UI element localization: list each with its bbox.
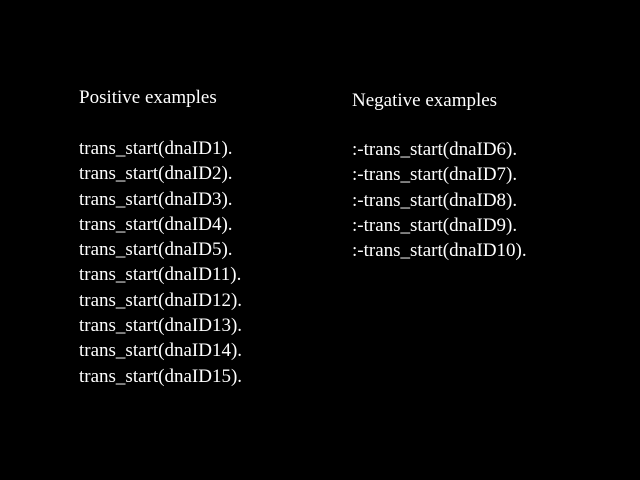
positive-example-item: trans_start(dnaID13). — [79, 315, 243, 337]
positive-example-item: trans_start(dnaID14). — [79, 340, 243, 362]
positive-example-item: trans_start(dnaID3). — [79, 188, 233, 210]
negative-examples-column: Negative examples :-trans_start(dnaID6).… — [352, 88, 527, 263]
negative-example-item: :-trans_start(dnaID6). — [352, 139, 518, 160]
positive-example-item: trans_start(dnaID2). — [79, 163, 233, 185]
negative-examples-list: :-trans_start(dnaID6). :-trans_start(dna… — [352, 137, 527, 263]
negative-example-item: :-trans_start(dnaID9). — [352, 214, 518, 236]
positive-example-item: trans_start(dnaID5). — [79, 239, 233, 261]
positive-example-item: trans_start(dnaID15). — [79, 365, 243, 387]
negative-example-item: :-trans_start(dnaID7). — [352, 164, 518, 186]
positive-example-item: trans_start(dnaID4). — [79, 213, 233, 235]
negative-example-item: :-trans_start(dnaID10). — [352, 240, 527, 262]
positive-examples-heading: Positive examples — [79, 87, 217, 108]
positive-examples-column: Positive examples trans_start(dnaID1). t… — [79, 85, 242, 389]
positive-example-item: trans_start(dnaID11). — [79, 264, 242, 286]
positive-example-item: trans_start(dnaID12). — [79, 289, 243, 311]
negative-examples-heading: Negative examples — [352, 90, 498, 111]
positive-examples-list: trans_start(dnaID1). trans_start(dnaID2)… — [79, 136, 242, 389]
negative-example-item: :-trans_start(dnaID8). — [352, 189, 518, 211]
positive-example-item: trans_start(dnaID1). — [79, 138, 233, 159]
